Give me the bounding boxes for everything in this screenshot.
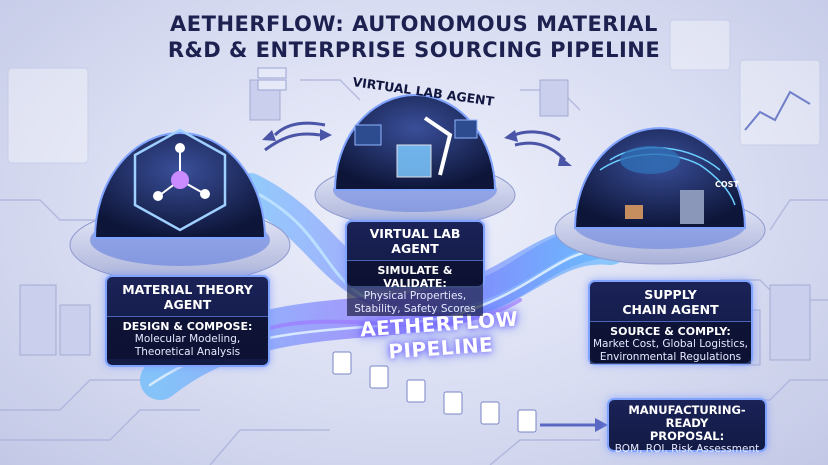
virtual-lab-title: VIRTUAL LAB AGENT xyxy=(369,226,461,256)
title-line-2: R&D & ENTERPRISE SOURCING PIPELINE xyxy=(167,38,661,62)
material-theory-dome xyxy=(93,128,267,239)
supply-chain-title-1: SUPPLY xyxy=(644,287,697,302)
manufacturing-proposal-card: MANUFACTURING-READY PROPOSAL: BOM, ROI, … xyxy=(607,398,767,455)
proposal-detail: BOM, ROI, Risk Assessment xyxy=(614,443,760,455)
supply-chain-action: SOURCE & COMPLY: xyxy=(610,325,731,338)
city-blocks xyxy=(19,79,811,366)
material-theory-title-2: AGENT xyxy=(163,297,212,312)
material-theory-title-1: MATERIAL THEORY xyxy=(122,282,253,297)
arrow-heads xyxy=(262,129,572,166)
title-line-1: AETHERFLOW: AUTONOMOUS MATERIAL xyxy=(170,12,658,36)
supply-chain-details: SOURCE & COMPLY: Market Cost, Global Log… xyxy=(590,321,751,364)
output-arrow-head xyxy=(595,418,608,432)
globe-cost-tag: COST xyxy=(715,180,739,189)
material-theory-action: DESIGN & COMPOSE: xyxy=(122,320,253,333)
supply-chain-detail-2: Environmental Regulations xyxy=(599,351,742,363)
virtual-lab-action: SIMULATE & VALIDATE: xyxy=(377,264,453,290)
supply-chain-detail-1: Market Cost, Global Logistics, xyxy=(592,338,749,350)
supply-chain-dome xyxy=(573,127,747,229)
virtual-lab-agent-card: VIRTUAL LAB AGENT SIMULATE & VALIDATE: P… xyxy=(345,220,485,316)
proposal-title-2: PROPOSAL: xyxy=(649,429,725,443)
material-theory-detail-2: Theoretical Analysis xyxy=(134,346,241,358)
virtual-lab-detail-1: Physical Properties, xyxy=(363,290,467,302)
server-stack xyxy=(257,67,287,91)
supply-chain-agent-card: SUPPLY CHAIN AGENT SOURCE & COMPLY: Mark… xyxy=(588,280,753,365)
virtual-lab-dome xyxy=(333,94,497,191)
material-theory-detail-1: Molecular Modeling, xyxy=(134,333,241,345)
virtual-lab-detail-2: Stability, Safety Scores xyxy=(354,303,476,315)
side-line-chart xyxy=(744,90,811,131)
proposal-title-1: MANUFACTURING-READY xyxy=(628,403,746,430)
side-panels xyxy=(7,19,821,164)
supply-chain-title-2: CHAIN AGENT xyxy=(622,302,719,317)
material-theory-agent-card: MATERIAL THEORY AGENT DESIGN & COMPOSE: … xyxy=(105,275,270,367)
material-theory-details: DESIGN & COMPOSE: Molecular Modeling, Th… xyxy=(107,316,268,359)
document-flow xyxy=(332,351,537,433)
virtual-lab-details: SIMULATE & VALIDATE: Physical Properties… xyxy=(347,260,483,316)
